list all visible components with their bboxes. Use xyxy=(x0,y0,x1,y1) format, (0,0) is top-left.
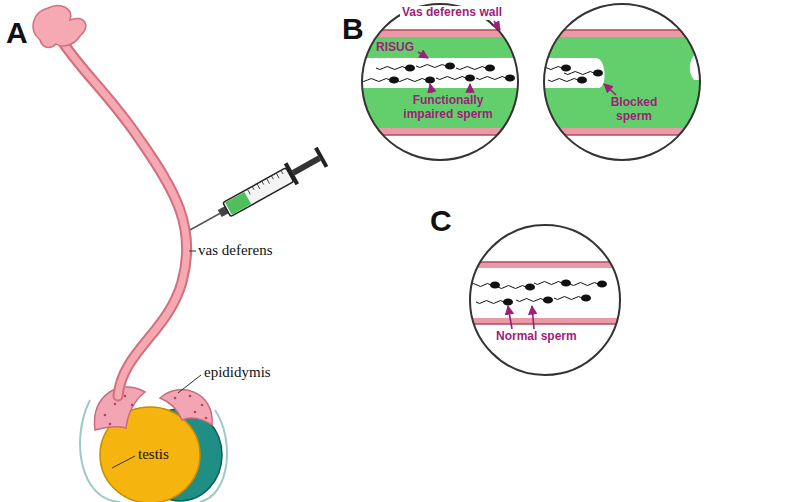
zoom-circle xyxy=(470,225,620,375)
vas-section xyxy=(350,30,540,135)
epididymis xyxy=(160,390,212,425)
panel-letter: B xyxy=(342,12,364,47)
sperm-tail xyxy=(564,72,594,75)
sperm-tail xyxy=(570,283,598,286)
sperm-head xyxy=(445,62,455,69)
part-label: testis xyxy=(138,446,169,463)
sperm-tail xyxy=(463,284,491,287)
sperm-head xyxy=(593,69,603,76)
sperm-tail xyxy=(476,301,504,304)
sperm-tail xyxy=(554,297,582,300)
panel-letter: C xyxy=(430,204,452,239)
sperm-head xyxy=(465,74,475,81)
part-label: vas deferens xyxy=(198,242,273,259)
vas-section xyxy=(463,262,625,324)
part-label: epididymis xyxy=(204,364,271,381)
sperm-head xyxy=(543,296,553,303)
sperm-tail xyxy=(416,65,446,68)
sperm-tail xyxy=(360,79,390,82)
part-label: Functionally impaired sperm xyxy=(396,94,500,122)
dot xyxy=(124,395,127,398)
part-label: Blocked sperm xyxy=(604,96,664,124)
dot xyxy=(201,404,204,407)
dot xyxy=(114,403,117,406)
dot xyxy=(174,397,177,400)
dot xyxy=(194,411,197,414)
dot xyxy=(109,423,112,426)
part-label: RISUG xyxy=(376,41,414,55)
sperm-head xyxy=(525,283,535,290)
sperm-head xyxy=(425,76,435,83)
tick xyxy=(247,189,250,194)
sperm-tail xyxy=(396,79,426,82)
tick xyxy=(276,173,279,178)
sperm-head xyxy=(505,74,515,81)
sperm-head xyxy=(485,64,495,71)
sperm-tail xyxy=(498,286,526,289)
leader-line xyxy=(112,251,201,468)
tick xyxy=(262,181,264,184)
sperm-head xyxy=(503,298,513,305)
dot xyxy=(131,404,134,407)
seminal-vesicle xyxy=(33,6,86,48)
sperm-tail xyxy=(532,67,562,70)
vas-deferens xyxy=(60,38,187,396)
tick xyxy=(257,184,260,189)
sperm-tail xyxy=(516,299,544,302)
sperm-head xyxy=(389,76,399,83)
part-label: Vas deferens wall xyxy=(400,6,504,20)
tick xyxy=(271,176,273,179)
sperm-tail xyxy=(548,79,578,82)
pointer-arrow xyxy=(418,21,616,329)
sperm-tail xyxy=(534,282,562,285)
sperm-head xyxy=(561,64,571,71)
dot xyxy=(205,417,208,420)
dot xyxy=(189,395,192,398)
zoom-circle xyxy=(470,225,620,375)
sperm-tail xyxy=(476,77,506,80)
sperm-head xyxy=(597,280,607,287)
sperm-head xyxy=(405,64,415,71)
sperm-tail xyxy=(456,67,486,70)
sperm-head xyxy=(561,279,571,286)
sperm-head xyxy=(577,76,587,83)
dot xyxy=(104,414,107,417)
panel-letter: A xyxy=(6,16,28,51)
sperm-tail xyxy=(436,77,466,80)
syringe xyxy=(184,146,329,241)
zoom-circle xyxy=(362,4,518,160)
tick xyxy=(252,186,254,189)
zoom-circle xyxy=(544,4,700,160)
tick xyxy=(281,170,283,173)
sperm-head xyxy=(581,294,591,301)
vas-section xyxy=(532,30,710,135)
tick xyxy=(267,178,270,183)
part-label: Normal sperm xyxy=(496,330,577,344)
sperm-tail xyxy=(376,67,406,70)
